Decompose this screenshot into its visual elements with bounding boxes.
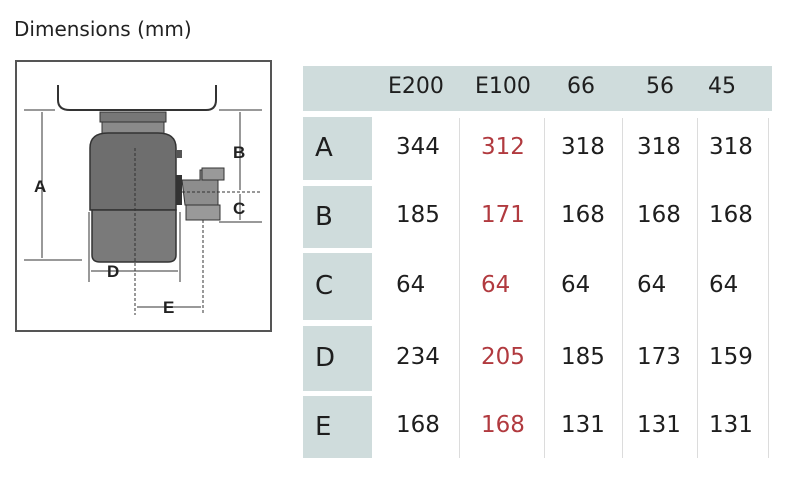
column-divider — [622, 118, 623, 458]
row-label: A — [303, 117, 372, 180]
table-cell: 64 — [396, 271, 426, 298]
row-label: D — [303, 326, 372, 391]
table-cell: 312 — [481, 133, 525, 160]
table-cell: 171 — [481, 202, 525, 228]
table-cell: 64 — [561, 271, 591, 298]
dim-label-d: D — [107, 262, 119, 281]
table-cell: 185 — [396, 202, 440, 228]
table-cell: 64 — [709, 271, 739, 298]
table-cell: 344 — [396, 133, 440, 160]
table-cell: 131 — [637, 412, 681, 438]
table-cell: 168 — [396, 412, 440, 438]
row-label: E — [303, 396, 372, 458]
row-label: B — [303, 186, 372, 248]
column-divider — [459, 118, 460, 458]
column-header: 45 — [708, 74, 736, 99]
table-cell: 173 — [637, 343, 681, 370]
column-header: E100 — [475, 74, 531, 99]
column-header: 56 — [646, 74, 674, 99]
table-cell: 131 — [709, 412, 753, 438]
column-divider — [697, 118, 698, 458]
table-cell: 159 — [709, 343, 753, 370]
table-cell: 185 — [561, 343, 605, 370]
table-cell: 168 — [481, 412, 525, 438]
dim-label-a: A — [34, 177, 46, 196]
column-header: E200 — [388, 74, 444, 99]
table-cell: 318 — [709, 133, 753, 160]
table-cell: 168 — [637, 202, 681, 228]
disposer-dimension-diagram: A B C D E — [15, 60, 272, 332]
table-cell: 318 — [561, 133, 605, 160]
table-cell: 318 — [637, 133, 681, 160]
table-cell: 205 — [481, 343, 525, 370]
column-divider — [768, 118, 769, 458]
dim-label-c: C — [233, 199, 245, 218]
table-cell: 168 — [709, 202, 753, 228]
table-header-band — [303, 66, 772, 111]
column-divider — [544, 118, 545, 458]
table-cell: 131 — [561, 412, 605, 438]
page-title: Dimensions (mm) — [14, 17, 192, 41]
table-cell: 64 — [637, 271, 667, 298]
dim-label-e: E — [163, 298, 174, 317]
row-label: C — [303, 253, 372, 320]
table-cell: 168 — [561, 202, 605, 228]
dim-label-b: B — [233, 143, 245, 162]
table-cell: 64 — [481, 271, 511, 298]
column-header: 66 — [567, 74, 595, 99]
table-cell: 234 — [396, 343, 440, 370]
